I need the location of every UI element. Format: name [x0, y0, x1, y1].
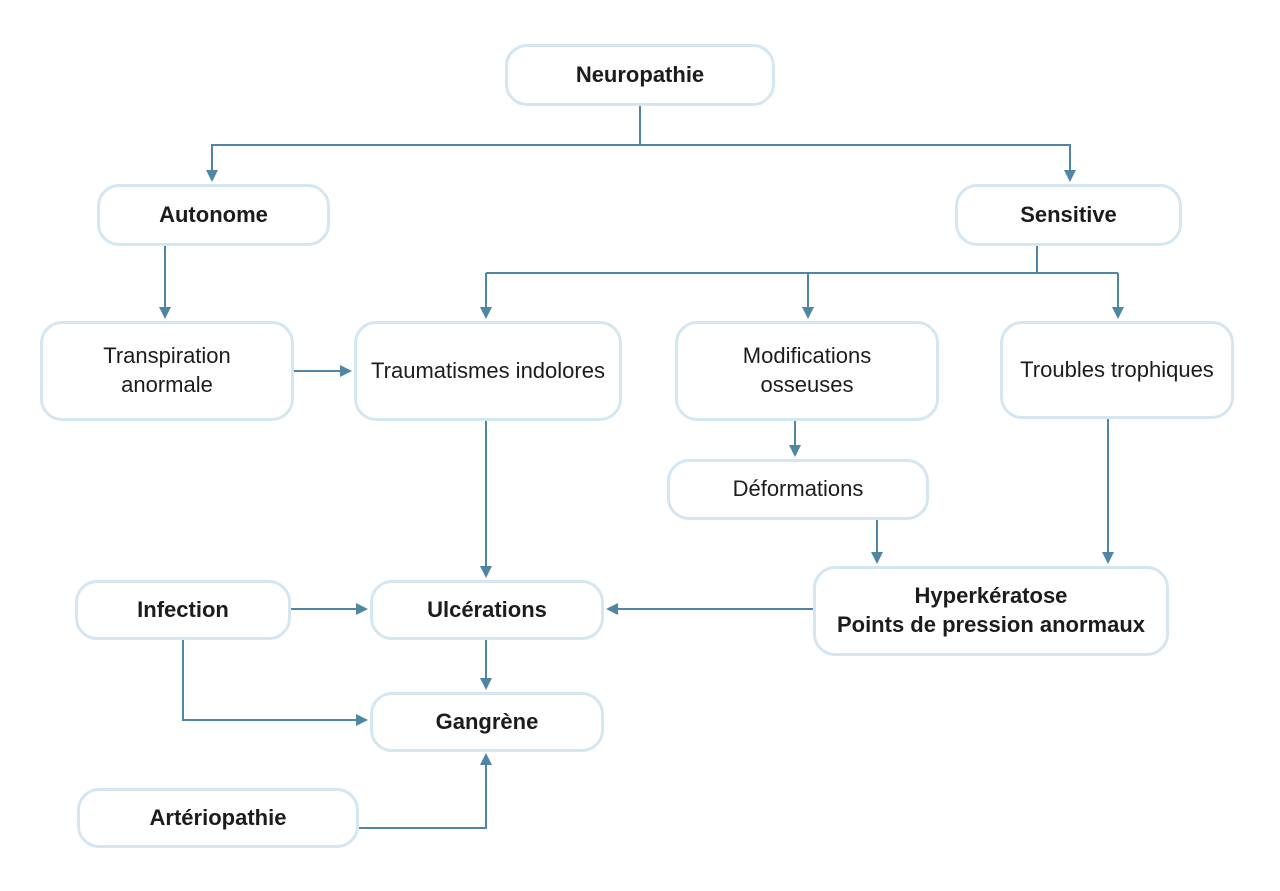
node-troubles: Troubles trophiques — [1000, 321, 1234, 419]
node-modifications-label: Modifications osseuses — [743, 342, 871, 399]
node-modifications-line-1: Modifications — [742, 343, 872, 369]
node-traumatismes-label: Traumatismes indolores — [371, 357, 605, 383]
node-modifications: Modifications osseuses — [675, 321, 939, 421]
node-gangrene-label: Gangrène — [435, 708, 539, 734]
node-neuropathie-label: Neuropathie — [575, 61, 705, 87]
node-ulcerations: Ulcérations — [370, 580, 604, 640]
connector-neuropathie-autonome — [206, 144, 640, 182]
node-hyperkeratose: Hyperkératose Points de pression anormau… — [813, 566, 1169, 656]
node-transpiration: Transpiration anormale — [40, 321, 294, 421]
connector-neuropathie-sensitive — [640, 144, 1076, 182]
node-sensitive-label: Sensitive — [1020, 201, 1117, 227]
node-autonome-label: Autonome — [159, 201, 268, 227]
node-ulcerations-label: Ulcérations — [427, 596, 547, 622]
node-hyperkeratose-line-2: Points de pression anormaux — [836, 612, 1146, 637]
connector-infection-gangrene — [182, 640, 368, 726]
node-troubles-label: Troubles trophiques — [1020, 356, 1214, 382]
node-arteriopathie-label: Artériopathie — [149, 804, 287, 830]
node-transpiration-line-1: Transpiration — [103, 343, 231, 369]
node-transpiration-line-2: anormale — [121, 372, 213, 397]
node-hyperkeratose-line-1: Hyperkératose — [914, 583, 1068, 609]
node-transpiration-label: Transpiration anormale — [103, 342, 231, 399]
connector-arteriopathie-gangrene — [359, 753, 492, 829]
node-deformations-label: Déformations — [732, 476, 864, 502]
node-infection: Infection — [75, 580, 291, 640]
node-sensitive: Sensitive — [955, 184, 1182, 246]
node-arteriopathie: Artériopathie — [77, 788, 359, 848]
node-modifications-line-2: osseuses — [760, 372, 854, 397]
node-neuropathie: Neuropathie — [505, 44, 775, 106]
node-infection-label: Infection — [137, 596, 229, 622]
node-traumatismes: Traumatismes indolores — [354, 321, 622, 421]
node-autonome: Autonome — [97, 184, 330, 246]
node-hyperkeratose-label: Hyperkératose Points de pression anormau… — [837, 582, 1145, 639]
node-deformations: Déformations — [667, 459, 929, 520]
node-gangrene: Gangrène — [370, 692, 604, 752]
